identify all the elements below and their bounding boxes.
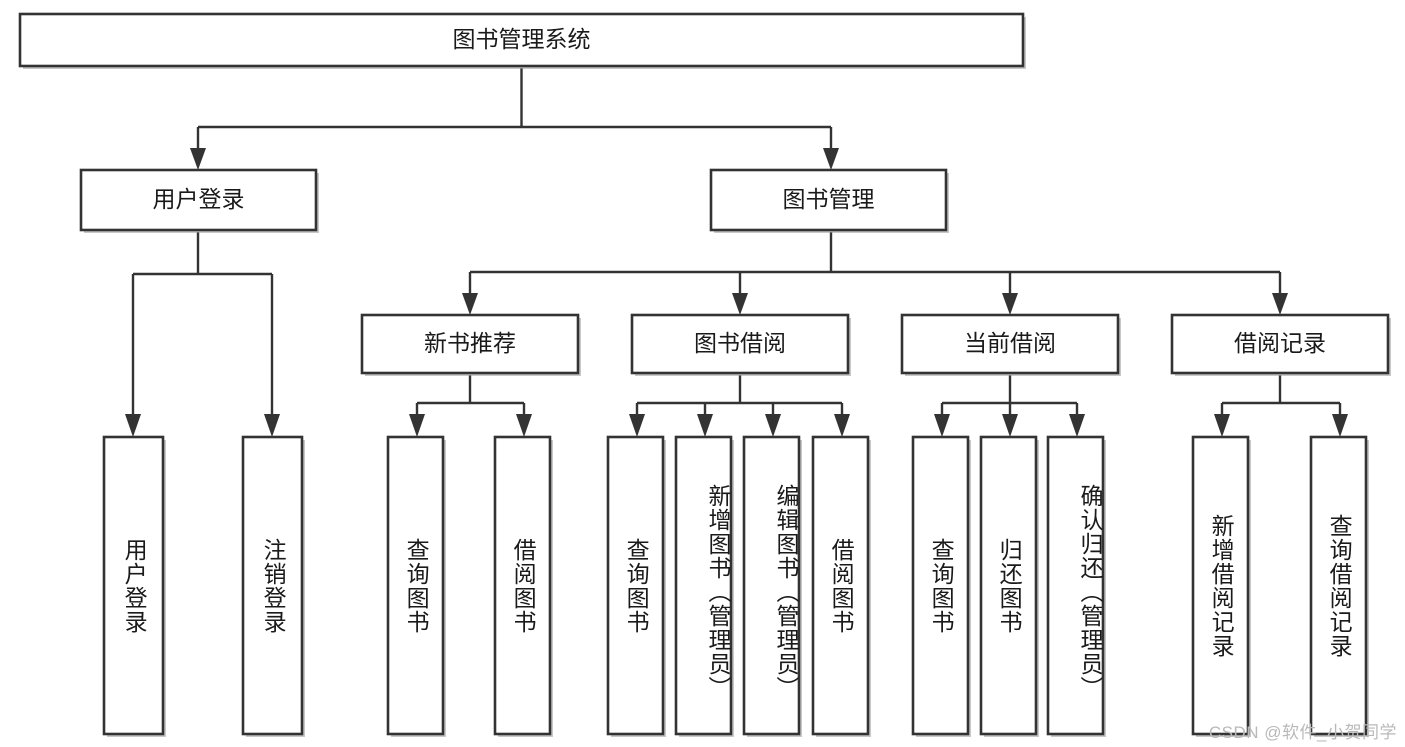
connector-group-bookmanage-to-level3	[462, 232, 1288, 315]
arrow-head-icon	[125, 414, 141, 437]
arrow-head-icon	[516, 414, 532, 437]
arrow-head-icon	[1272, 293, 1288, 315]
leaf-user-logout	[241, 435, 305, 737]
node-current-borrow-label: 当前借阅	[964, 330, 1056, 356]
leaf-return-book	[979, 435, 1039, 737]
csdn-watermark: CSDN @软件_小贺同学	[1208, 723, 1397, 742]
arrow-head-icon	[1069, 414, 1085, 437]
node-current-borrow[interactable]: 当前借阅	[900, 313, 1121, 376]
connector-group-newbookrec-to-leaves	[409, 375, 532, 437]
node-new-book-rec-label: 新书推荐	[424, 330, 516, 356]
arrow-head-icon	[1332, 414, 1348, 437]
arrow-head-icon	[823, 148, 839, 170]
arrow-head-icon	[1002, 293, 1018, 315]
connector-group-bookborrow-to-leaves	[629, 375, 850, 437]
leaf-query-record	[1309, 435, 1369, 737]
arrow-head-icon	[732, 293, 748, 315]
leaf-add-book	[674, 435, 734, 737]
arrow-head-icon	[765, 414, 781, 437]
arrow-head-icon	[264, 414, 280, 437]
arrow-head-icon	[629, 414, 645, 437]
leaf-query-book-2	[606, 435, 666, 737]
arrow-head-icon	[834, 414, 850, 437]
connector-group-borrowrecord-to-leaves	[1214, 375, 1348, 437]
leaf-borrow-book-1	[493, 435, 553, 737]
node-book-borrow-label: 图书借阅	[694, 330, 786, 356]
arrow-head-icon	[934, 414, 950, 437]
leaf-add-record	[1191, 435, 1251, 737]
node-root-label: 图书管理系统	[453, 26, 591, 52]
leaf-boxes	[102, 435, 1369, 737]
leaf-borrow-book-2	[811, 435, 871, 737]
node-new-book-rec[interactable]: 新书推荐	[360, 313, 581, 376]
leaf-user-login	[102, 435, 166, 737]
arrow-head-icon	[697, 414, 713, 437]
leaf-confirm-return	[1046, 435, 1106, 737]
connector-group-root-to-level2	[190, 68, 839, 170]
node-user-login-label: 用户登录	[153, 186, 245, 212]
arrow-head-icon	[190, 148, 206, 170]
connector-group-currentborrow-to-leaves	[934, 375, 1085, 437]
arrow-head-icon	[409, 414, 425, 437]
arrow-head-icon	[1214, 414, 1230, 437]
arrow-head-icon	[462, 293, 478, 315]
leaf-edit-book	[742, 435, 802, 737]
node-book-borrow[interactable]: 图书借阅	[630, 313, 851, 376]
node-borrow-record-label: 借阅记录	[1234, 330, 1326, 356]
node-book-manage[interactable]: 图书管理	[709, 168, 949, 233]
leaf-query-book-1	[386, 435, 446, 737]
node-user-login[interactable]: 用户登录	[79, 168, 319, 233]
connector-group-userlogin-to-leaves	[125, 232, 280, 437]
node-root[interactable]: 图书管理系统	[18, 12, 1026, 69]
node-book-manage-label: 图书管理	[783, 186, 875, 212]
leaf-query-book-3	[911, 435, 971, 737]
arrow-head-icon	[1002, 414, 1018, 437]
node-borrow-record[interactable]: 借阅记录	[1170, 313, 1391, 376]
